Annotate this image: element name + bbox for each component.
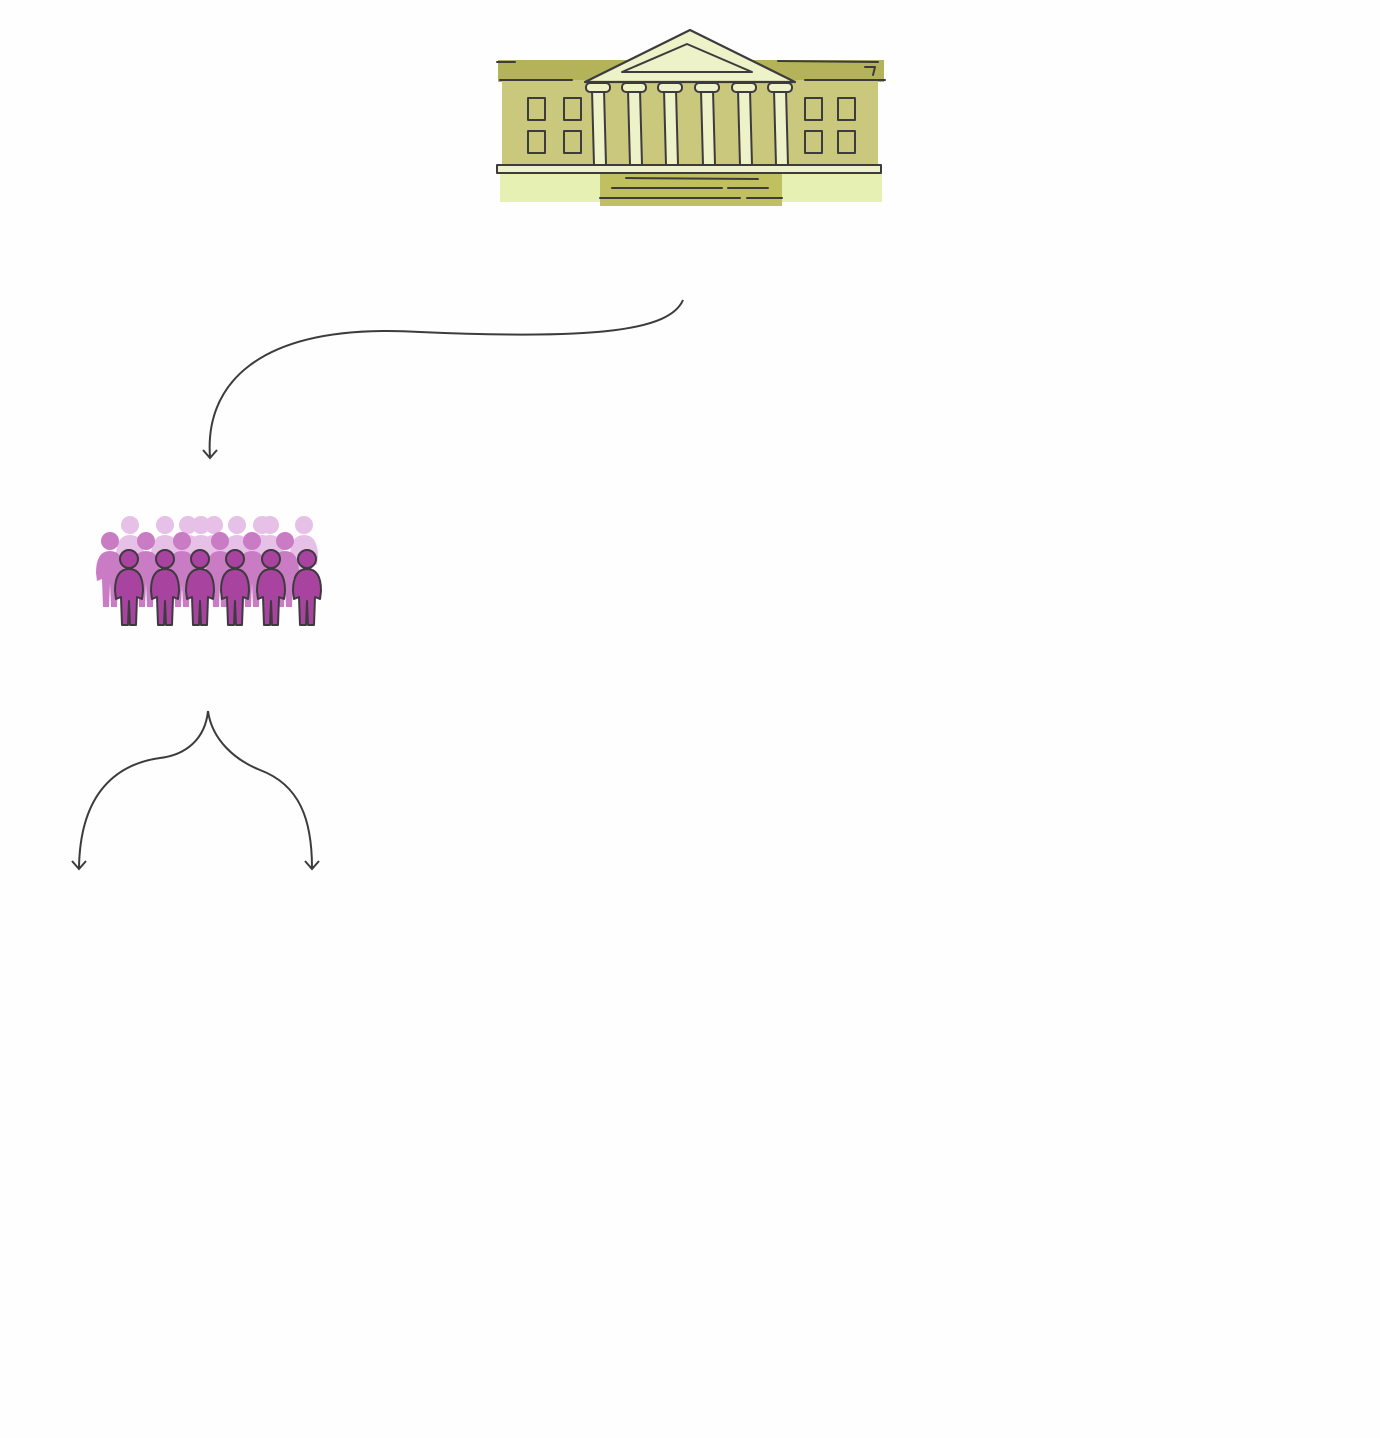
person-icon xyxy=(256,549,286,626)
person-icon xyxy=(114,549,144,626)
window xyxy=(804,97,823,121)
column xyxy=(767,82,793,166)
window xyxy=(804,130,823,154)
people-group-icon xyxy=(96,516,322,626)
window xyxy=(563,130,582,154)
connector-branch-left xyxy=(78,710,209,869)
arrowhead-icon xyxy=(202,449,218,460)
arrowhead-right-icon xyxy=(304,860,320,871)
person-icon xyxy=(292,549,322,626)
connector-branch-right xyxy=(207,710,313,869)
government-building-icon xyxy=(496,28,886,206)
building-pediment-inner xyxy=(621,43,753,73)
window xyxy=(837,130,856,154)
window xyxy=(837,97,856,121)
building-base xyxy=(496,164,882,174)
window xyxy=(563,97,582,121)
window xyxy=(527,97,546,121)
arrowhead-left-icon xyxy=(71,860,87,871)
column xyxy=(731,82,757,166)
person-icon xyxy=(220,549,250,626)
connector-arrow-building-to-people xyxy=(208,299,684,458)
column xyxy=(694,82,720,166)
person-icon xyxy=(185,549,215,626)
window xyxy=(527,130,546,154)
step-lines xyxy=(496,60,886,199)
building-pediment xyxy=(583,28,797,84)
person-icon xyxy=(150,549,180,626)
